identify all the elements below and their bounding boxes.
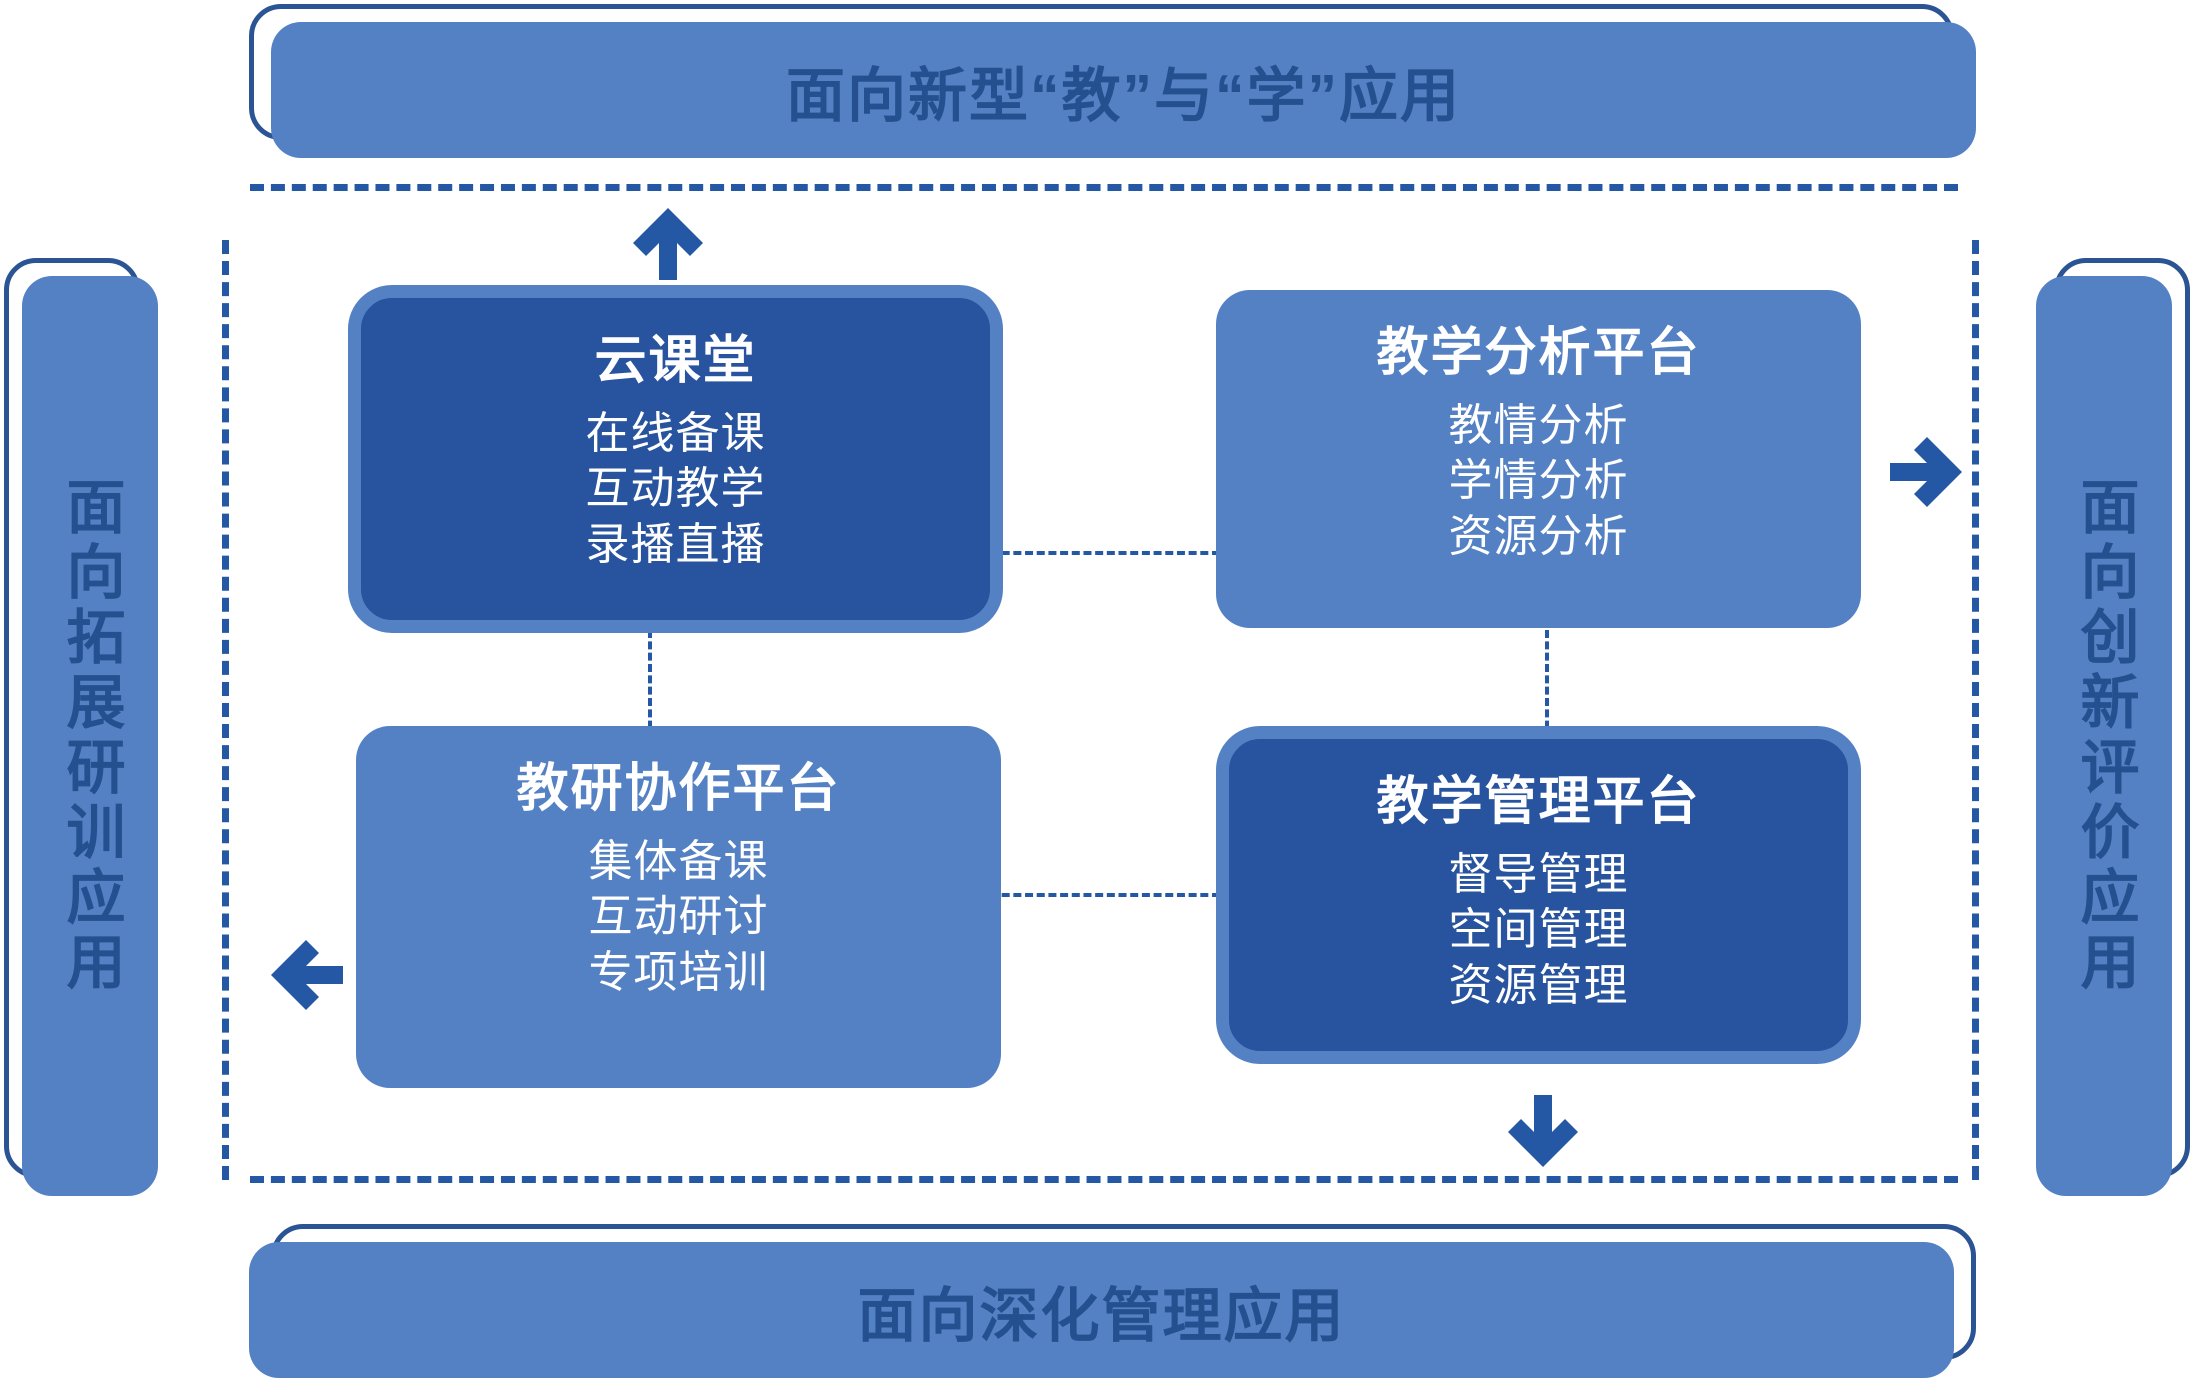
connector-cloud-to-analysis xyxy=(990,551,1220,555)
connector-cloud-to-research xyxy=(648,630,652,740)
top-banner-label: 面向新型“教”与“学”应用 xyxy=(785,62,1461,129)
card-item: 学情分析 xyxy=(1448,456,1629,506)
arrow-left-icon xyxy=(271,940,343,1010)
card-item: 督导管理 xyxy=(1448,849,1629,899)
right-banner: 面向创新评价应用 xyxy=(2036,276,2172,1196)
card-item: 资源分析 xyxy=(1448,511,1629,561)
card-item: 在线备课 xyxy=(585,408,766,458)
left-banner-label: 面向拓展研训应用 xyxy=(57,476,124,996)
card-title: 教学分析平台 xyxy=(1376,324,1701,382)
bottom-banner: 面向深化管理应用 xyxy=(249,1242,1954,1378)
card-cloud-classroom[interactable]: 云课堂 在线备课 互动教学 录播直播 xyxy=(348,285,1003,633)
card-title: 教学管理平台 xyxy=(1376,773,1701,831)
card-item: 资源管理 xyxy=(1448,960,1629,1010)
card-item: 互动教学 xyxy=(585,464,766,514)
arrow-up-icon xyxy=(633,208,703,280)
arrow-down-icon xyxy=(1508,1095,1578,1167)
card-title: 教研协作平台 xyxy=(516,760,841,818)
arrow-right-icon xyxy=(1890,437,1962,507)
frame-dashed-line-top xyxy=(250,184,1958,191)
card-item: 专项培训 xyxy=(588,947,769,997)
card-teaching-management-platform[interactable]: 教学管理平台 督导管理 空间管理 资源管理 xyxy=(1216,726,1861,1064)
card-research-collaboration-platform[interactable]: 教研协作平台 集体备课 互动研讨 专项培训 xyxy=(356,726,1001,1088)
frame-dashed-line-bottom xyxy=(250,1176,1958,1183)
top-banner: 面向新型“教”与“学”应用 xyxy=(271,22,1976,158)
card-item: 互动研讨 xyxy=(588,892,769,942)
card-item: 录播直播 xyxy=(585,519,766,569)
card-item: 教情分析 xyxy=(1448,400,1629,450)
frame-dashed-line-left xyxy=(222,240,229,1180)
connector-analysis-to-management xyxy=(1545,630,1549,740)
frame-dashed-line-right xyxy=(1972,240,1979,1180)
right-banner-label: 面向创新评价应用 xyxy=(2071,476,2138,996)
card-teaching-analysis-platform[interactable]: 教学分析平台 教情分析 学情分析 资源分析 xyxy=(1216,290,1861,628)
card-title: 云课堂 xyxy=(594,332,757,390)
left-banner: 面向拓展研训应用 xyxy=(22,276,158,1196)
card-item: 集体备课 xyxy=(588,836,769,886)
bottom-banner-label: 面向深化管理应用 xyxy=(857,1282,1346,1349)
connector-research-to-management xyxy=(990,893,1220,897)
card-item: 空间管理 xyxy=(1448,905,1629,955)
